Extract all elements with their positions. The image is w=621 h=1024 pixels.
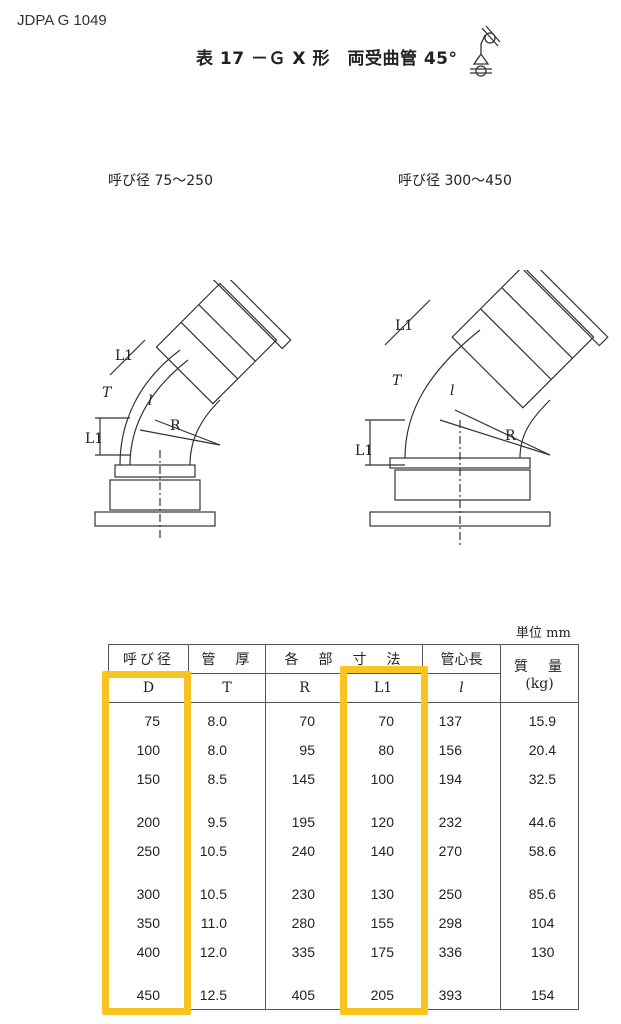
cell-d: 200 bbox=[108, 793, 189, 836]
subheader-r: R bbox=[265, 673, 344, 703]
cell-l: 393 bbox=[422, 966, 501, 1010]
cell-l1: 175 bbox=[343, 937, 423, 966]
label-l1-vertical: L1 bbox=[85, 431, 103, 447]
header-mass: 質 量(kg) bbox=[500, 644, 579, 703]
cell-t: 8.0 bbox=[188, 735, 266, 764]
bend-drawing-large: L1 L1 T R l bbox=[355, 270, 609, 545]
cell-l: 250 bbox=[422, 865, 501, 908]
cell-l: 232 bbox=[422, 793, 501, 836]
cell-l1: 130 bbox=[343, 865, 423, 908]
cell-mass: 15.9 bbox=[500, 702, 579, 735]
cell-mass: 20.4 bbox=[500, 735, 579, 764]
label-l: l bbox=[148, 393, 152, 409]
label-t: T bbox=[392, 373, 403, 389]
cell-r: 70 bbox=[265, 702, 344, 735]
cell-l: 298 bbox=[422, 908, 501, 937]
label-l1-angled: L1 bbox=[115, 348, 133, 364]
unit-label: 単位 mm bbox=[516, 626, 571, 641]
cell-l: 270 bbox=[422, 836, 501, 865]
cell-l: 194 bbox=[422, 764, 501, 793]
cell-mass: 104 bbox=[500, 908, 579, 937]
cell-r: 195 bbox=[265, 793, 344, 836]
label-l1-vertical: L1 bbox=[355, 443, 373, 459]
label-l: l bbox=[450, 383, 454, 399]
table-title: 表 17 －Ｇ X 形 両受曲管 45° bbox=[196, 49, 458, 69]
cell-t: 10.5 bbox=[188, 836, 266, 865]
figure-caption-small: 呼び径 75～250 bbox=[108, 173, 213, 189]
cell-l: 137 bbox=[422, 702, 501, 735]
label-r: R bbox=[170, 418, 181, 434]
cell-d: 250 bbox=[108, 836, 189, 865]
cell-l1: 80 bbox=[343, 735, 423, 764]
header-thickness: 管 厚 bbox=[188, 644, 266, 674]
mass-unit: (kg) bbox=[525, 675, 554, 692]
standard-number: JDPA G 1049 bbox=[17, 12, 107, 29]
cell-d: 150 bbox=[108, 764, 189, 793]
cell-d: 400 bbox=[108, 937, 189, 966]
cell-r: 230 bbox=[265, 865, 344, 908]
highlight-box-l1-column bbox=[340, 666, 428, 1015]
label-t: T bbox=[102, 385, 113, 401]
header-dimensions: 各 部 寸 法 bbox=[265, 644, 423, 674]
cell-t: 9.5 bbox=[188, 793, 266, 836]
label-r: R bbox=[505, 428, 516, 444]
subheader-l1: L1 bbox=[343, 673, 423, 703]
header-center-length: 管心長 bbox=[422, 644, 501, 674]
bend-drawing-small: L1 L1 T R l bbox=[85, 280, 292, 540]
cell-d: 100 bbox=[108, 735, 189, 764]
cell-mass: 130 bbox=[500, 937, 579, 966]
cell-l1: 155 bbox=[343, 908, 423, 937]
double-socket-bend-symbol-icon bbox=[470, 25, 501, 77]
cell-r: 280 bbox=[265, 908, 344, 937]
highlight-box-d-column bbox=[102, 671, 191, 1015]
label-l1-angled: L1 bbox=[395, 318, 413, 334]
cell-r: 240 bbox=[265, 836, 344, 865]
cell-l: 156 bbox=[422, 735, 501, 764]
cell-t: 10.5 bbox=[188, 865, 266, 908]
dimension-table: 呼び径 管 厚 各 部 寸 法 管心長 質 量(kg) D T R L1 l 7… bbox=[108, 644, 579, 1010]
cell-mass: 154 bbox=[500, 966, 579, 1010]
header-nominal-diameter: 呼び径 bbox=[108, 644, 189, 674]
cell-l: 336 bbox=[422, 937, 501, 966]
cell-t: 8.5 bbox=[188, 764, 266, 793]
figure-caption-large: 呼び径 300～450 bbox=[398, 173, 512, 189]
cell-mass: 44.6 bbox=[500, 793, 579, 836]
cell-r: 335 bbox=[265, 937, 344, 966]
cell-d: 450 bbox=[108, 966, 189, 1010]
cell-mass: 32.5 bbox=[500, 764, 579, 793]
cell-r: 145 bbox=[265, 764, 344, 793]
cell-t: 12.0 bbox=[188, 937, 266, 966]
cell-d: 75 bbox=[108, 702, 189, 735]
cell-r: 95 bbox=[265, 735, 344, 764]
subheader-d: D bbox=[108, 673, 189, 703]
cell-t: 12.5 bbox=[188, 966, 266, 1010]
subheader-l: l bbox=[422, 673, 501, 703]
cell-r: 405 bbox=[265, 966, 344, 1010]
cell-l1: 70 bbox=[343, 702, 423, 735]
cell-mass: 85.6 bbox=[500, 865, 579, 908]
cell-t: 11.0 bbox=[188, 908, 266, 937]
cell-l1: 120 bbox=[343, 793, 423, 836]
cell-mass: 58.6 bbox=[500, 836, 579, 865]
cell-d: 300 bbox=[108, 865, 189, 908]
mass-label: 質 量 bbox=[514, 658, 565, 675]
cell-l1: 100 bbox=[343, 764, 423, 793]
cell-t: 8.0 bbox=[188, 702, 266, 735]
subheader-t: T bbox=[188, 673, 266, 703]
